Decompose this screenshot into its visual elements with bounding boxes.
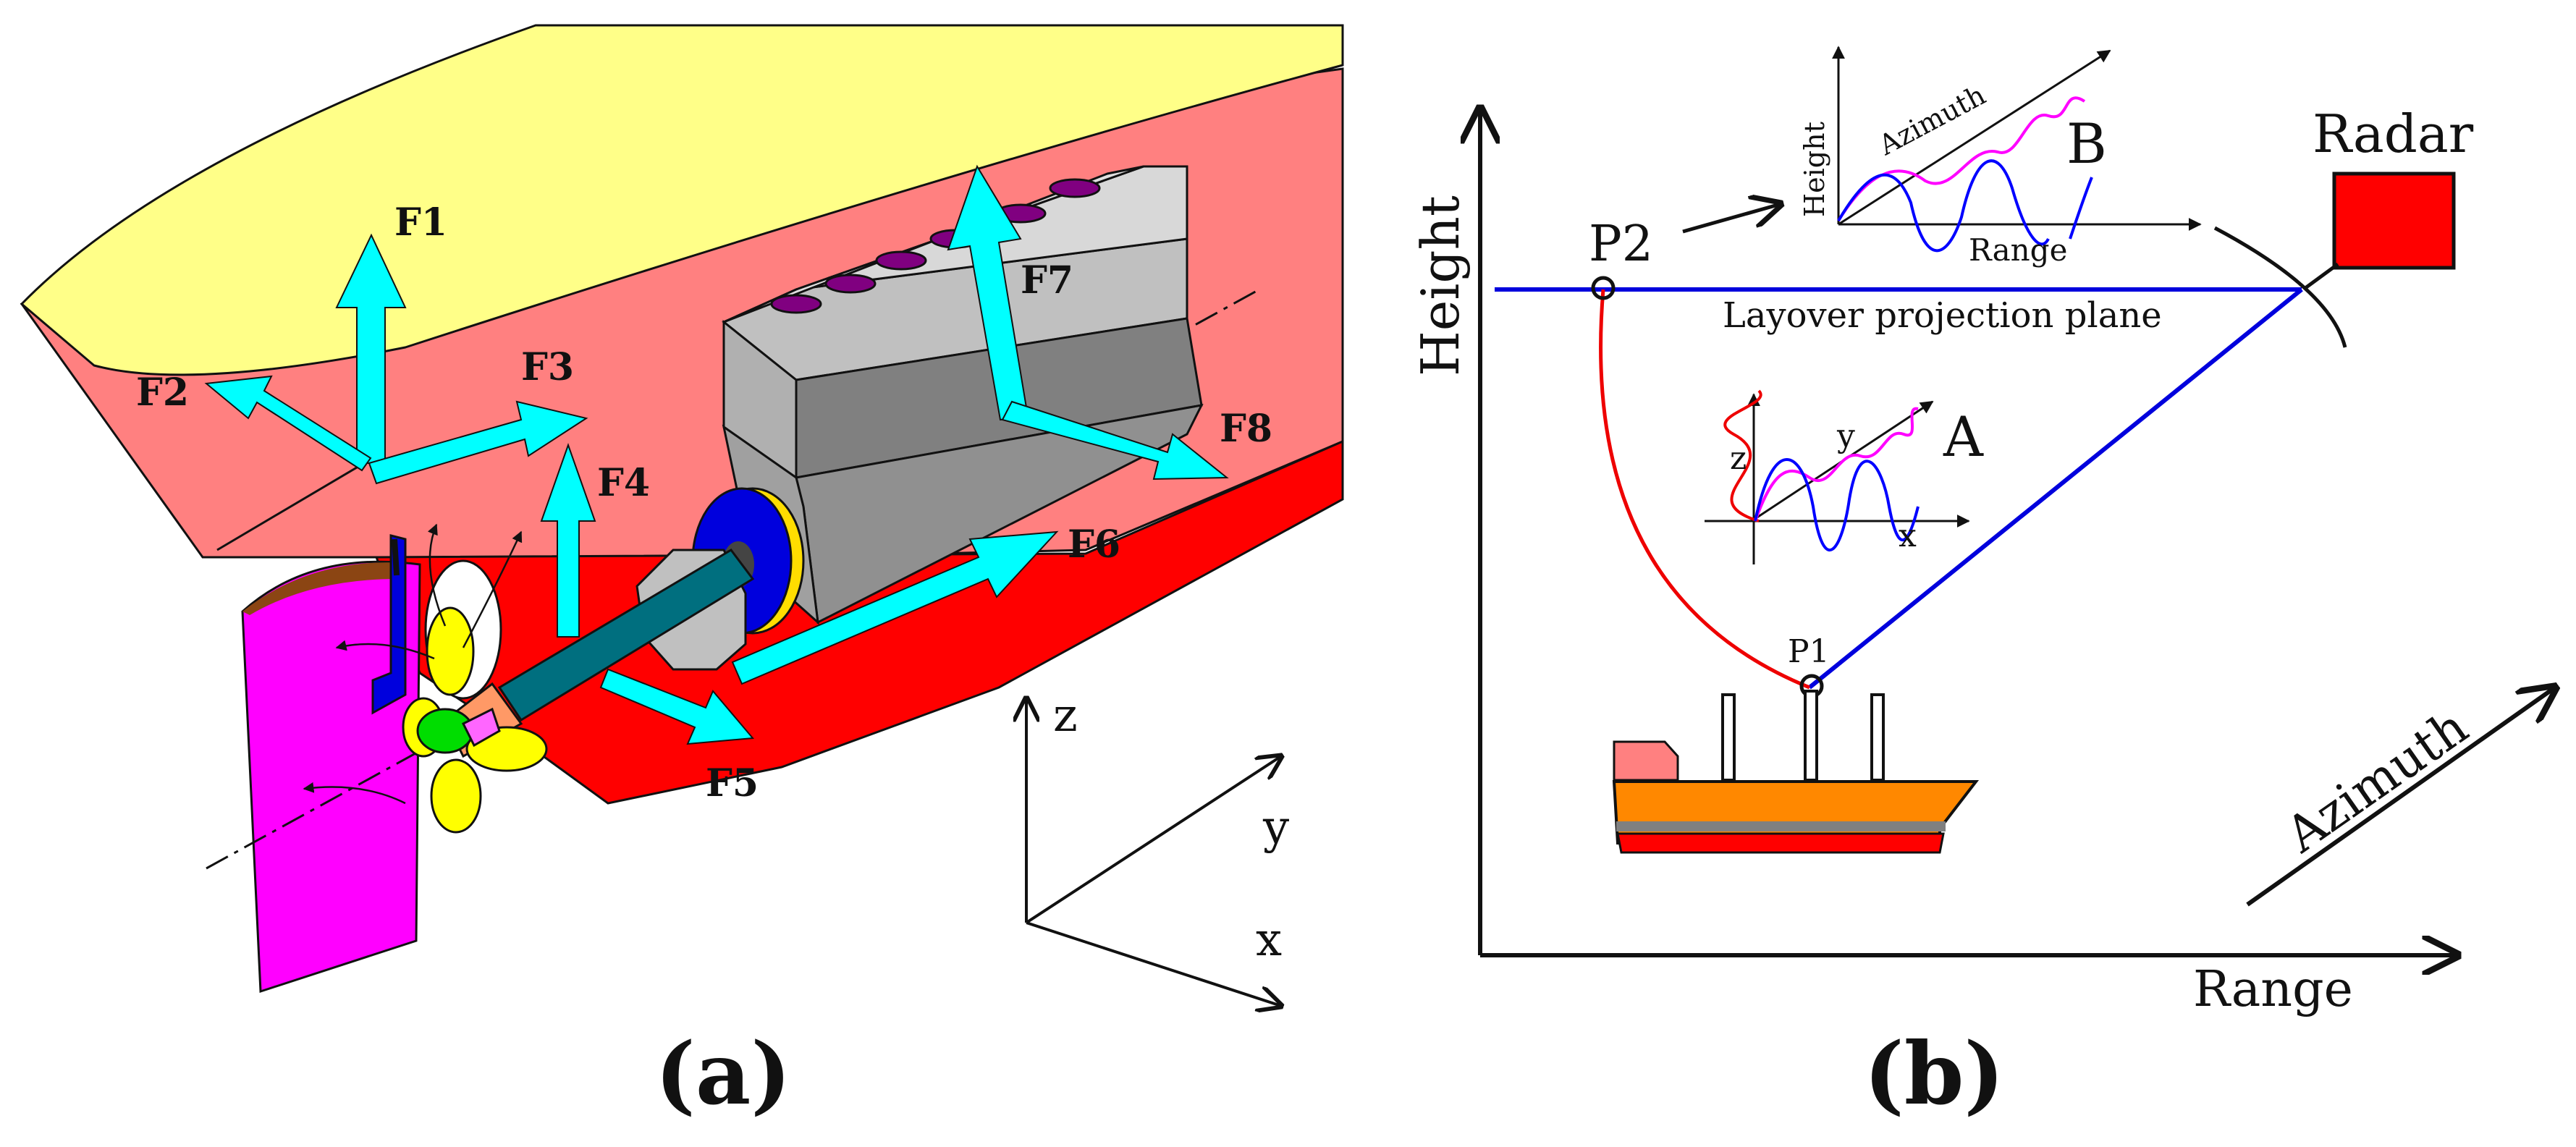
wave-magenta xyxy=(1837,96,2086,222)
rudder xyxy=(241,560,421,994)
force-arrow-f6 xyxy=(731,530,1059,685)
axis-label-azimuth: Azimuth xyxy=(2276,698,2478,864)
range-arc xyxy=(2213,226,2347,348)
propeller-shaft xyxy=(497,549,755,722)
thin-force-arrow xyxy=(462,530,523,648)
radar-label: Radar xyxy=(2313,103,2474,164)
inset-a-axis-x: x xyxy=(1899,517,1917,554)
caption-b: (b) xyxy=(1864,1023,2004,1124)
engine-port xyxy=(875,250,927,271)
force-label-f8: F8 xyxy=(1220,407,1272,451)
force-arrow-f4 xyxy=(540,442,596,638)
wave-blue xyxy=(1837,159,2050,253)
force-arrow-f7 xyxy=(947,164,1029,421)
wave-blue xyxy=(1754,458,1920,551)
wave-magenta xyxy=(1754,407,1919,522)
force-arrow-f1 xyxy=(335,233,407,464)
point-label-p2: P2 xyxy=(1589,216,1653,273)
force-label-f7: F7 xyxy=(1021,258,1073,302)
ship-mast xyxy=(1804,690,1818,782)
thin-force-arrow xyxy=(335,640,435,660)
force-label-f3: F3 xyxy=(521,345,574,389)
inset-b-height: Height xyxy=(1799,122,1830,217)
thin-force-arrow xyxy=(303,782,406,805)
engine-port xyxy=(824,274,877,294)
propeller-blade xyxy=(430,758,482,834)
ship-mast xyxy=(1721,693,1736,782)
point-label-p1: P1 xyxy=(1788,633,1830,670)
axis-label-height: Height xyxy=(1410,195,1471,376)
force-label-f2: F2 xyxy=(136,371,189,415)
axis-label-y: y xyxy=(1262,801,1289,855)
ship xyxy=(1612,690,1980,854)
force-label-f1: F1 xyxy=(394,200,447,245)
inset-b-label: B xyxy=(2066,111,2107,176)
rudder-stock xyxy=(371,534,407,715)
propeller xyxy=(402,559,548,834)
ship-mast xyxy=(1870,693,1885,782)
propeller-blade xyxy=(426,606,475,696)
radar-line-of-sight xyxy=(1808,287,2303,690)
pointer-arrow xyxy=(1682,204,1781,234)
force-arrow-f5 xyxy=(599,668,755,745)
rudder-top xyxy=(242,562,405,615)
panel-a: F1 F2 F3 F4 F5 F6 F7 F8 z y x (a) xyxy=(20,24,1344,1124)
axis-label-x: x xyxy=(1256,913,1282,967)
wave-blue xyxy=(2069,177,2093,240)
propeller-hub xyxy=(416,708,474,754)
inset-a-axis-y: y xyxy=(1836,418,1855,454)
thin-force-arrow xyxy=(427,523,447,627)
caption-a: (a) xyxy=(655,1023,791,1124)
inset-b-range: Range xyxy=(1969,232,2067,268)
inset-b: B Height Range Azimuth xyxy=(1799,46,2202,268)
point-p2 xyxy=(1591,276,1616,300)
panel-b: Height Range Azimuth Layover projection … xyxy=(1410,46,2555,1124)
ship-bottom xyxy=(1616,832,1945,854)
azimuth-axis xyxy=(2246,687,2555,907)
coordinate-axes: z y x xyxy=(1026,689,1289,1006)
engine-port xyxy=(770,294,822,314)
axis-label-z: z xyxy=(1053,689,1078,742)
wave-red xyxy=(1723,389,1762,522)
inset-a: A Range x y z xyxy=(1705,389,1984,564)
radar-box xyxy=(2332,172,2456,270)
force-arrow-f8 xyxy=(1001,400,1229,481)
ship-stripe xyxy=(1616,821,1946,831)
force-arrow-f2 xyxy=(204,375,372,472)
force-label-f5: F5 xyxy=(706,761,759,805)
axis-label-range: Range xyxy=(2193,961,2353,1018)
engine-port xyxy=(1049,178,1101,198)
hull-edge xyxy=(216,454,377,551)
plane-label: Layover projection plane xyxy=(1723,295,2162,336)
inset-a-axis-z: z xyxy=(1730,440,1747,477)
force-arrow-f3 xyxy=(368,400,588,485)
ship-cabin xyxy=(1613,740,1679,782)
force-label-f4: F4 xyxy=(597,461,650,505)
inset-b-azimuth: Azimuth xyxy=(1873,79,1991,161)
layover-curve xyxy=(1599,289,1810,690)
force-label-f6: F6 xyxy=(1068,522,1120,567)
inset-a-label: A xyxy=(1943,405,1984,469)
